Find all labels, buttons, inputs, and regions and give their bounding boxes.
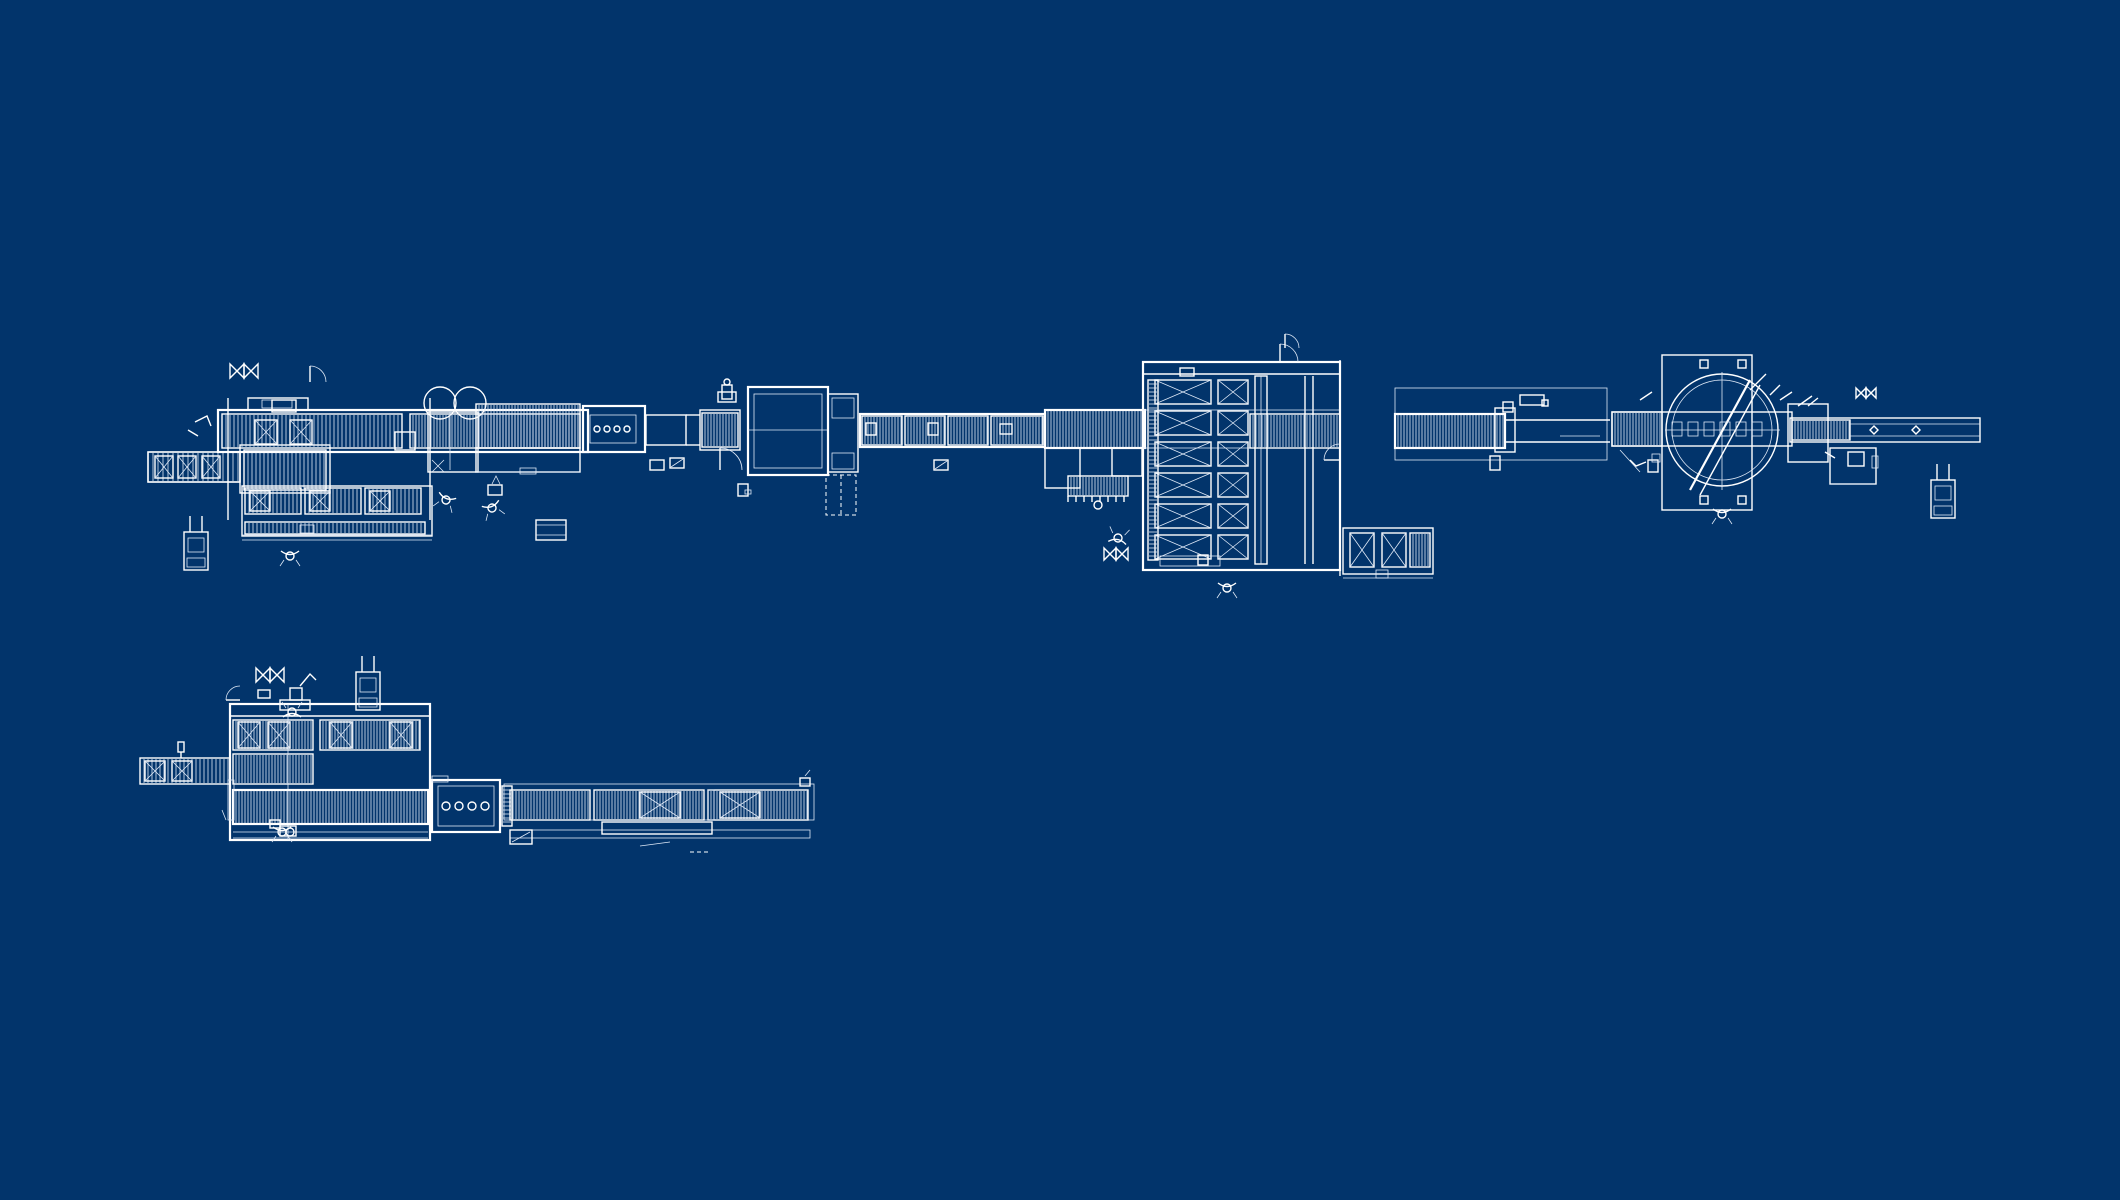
forklift [183,516,209,571]
pallet-store [227,779,430,839]
outfeed-conveyor [503,769,815,853]
operator [1711,508,1733,525]
enclosed-machine [719,385,859,516]
infeed-conveyor [475,403,581,475]
depalletizer-block [147,397,590,534]
door-swing [719,447,743,471]
gate-symbol [255,666,285,684]
forklift [355,656,381,711]
accumulation-conveyor [858,412,1047,471]
transfer-lane [1393,387,1610,471]
gate-symbol [1103,546,1129,562]
infeed-conveyor [139,741,231,785]
forklift [1930,464,1956,519]
door-swing [309,365,327,383]
transfer-table [430,775,513,834]
buffer-table [1043,408,1147,510]
operator [432,491,457,513]
operator [1107,526,1130,545]
gate-symbol [229,362,259,380]
main-line [147,333,1981,599]
operator [1216,582,1238,599]
operator [281,701,303,718]
door-swing [225,685,241,701]
inspection-cell [1339,360,1434,579]
tunnel-unit [581,404,741,469]
outfeed-conveyor [1787,386,1981,485]
storage-racks [1141,343,1342,572]
door-swing [1279,343,1299,363]
gate-symbol [1855,386,1877,400]
operator [279,550,301,567]
transfer-table [423,386,487,473]
secondary-line [139,656,815,853]
rotary-palletizer [1611,354,1793,511]
pallet-magazine [241,485,433,541]
door-swing [1284,333,1300,349]
palletizer-block [228,672,432,842]
door-swing [1323,443,1341,461]
operator [481,499,506,521]
tower-unit [717,378,737,403]
